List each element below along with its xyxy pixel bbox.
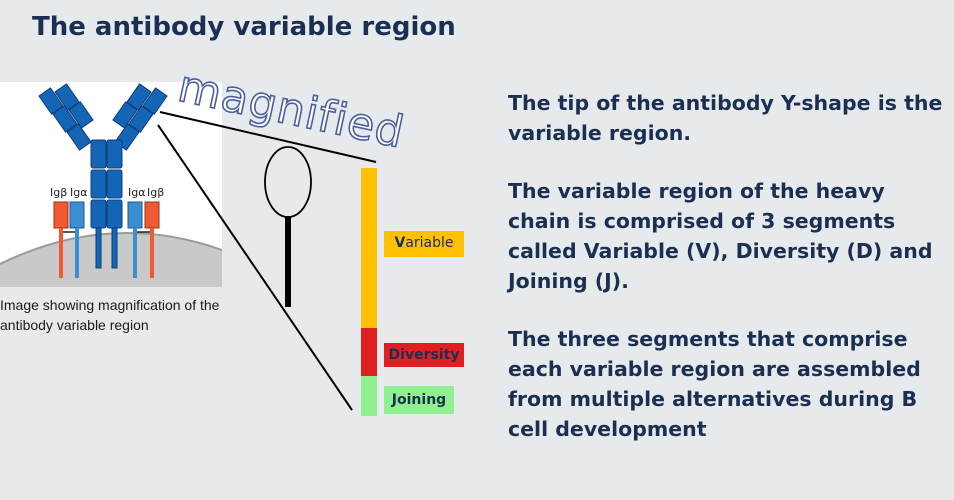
- magnified-label: magnified: [174, 61, 409, 159]
- antibody-left-arm: [38, 83, 94, 151]
- cell-membrane: [0, 232, 222, 287]
- variable-label: Variable: [384, 231, 464, 257]
- ig-label: Igα: [70, 186, 87, 199]
- joining-bar: [361, 376, 377, 416]
- joining-label: Joining: [384, 386, 454, 414]
- ig-label: Igα: [128, 186, 145, 199]
- ig-alpha-left: [69, 201, 85, 278]
- ig-beta-left: [53, 201, 69, 278]
- explanation-text: The tip of the antibody Y-shape is the v…: [508, 88, 948, 472]
- ig-beta-right: [144, 201, 160, 278]
- magnifier-lens: [264, 146, 312, 218]
- diversity-bar: [361, 328, 377, 376]
- paragraph: The variable region of the heavy chain i…: [508, 179, 933, 293]
- magnify-line-top: [159, 111, 377, 163]
- ig-label: Igβ: [147, 186, 164, 199]
- paragraph: The three segments that comprise each va…: [508, 327, 921, 441]
- antibody-stem: [90, 139, 123, 269]
- antibody-image: Igβ Igα Igα Igβ: [0, 82, 222, 287]
- magnify-line-bottom: [157, 124, 353, 411]
- paragraph: The tip of the antibody Y-shape is the v…: [508, 91, 943, 145]
- ig-label: Igβ: [50, 186, 67, 199]
- variable-bar: [361, 168, 377, 328]
- ig-alpha-right: [127, 201, 143, 278]
- slide-title: The antibody variable region: [32, 12, 456, 42]
- diversity-label: Diversity: [384, 343, 464, 367]
- magnifier-handle: [285, 217, 291, 307]
- image-caption: Image showing magnification of the antib…: [0, 297, 220, 333]
